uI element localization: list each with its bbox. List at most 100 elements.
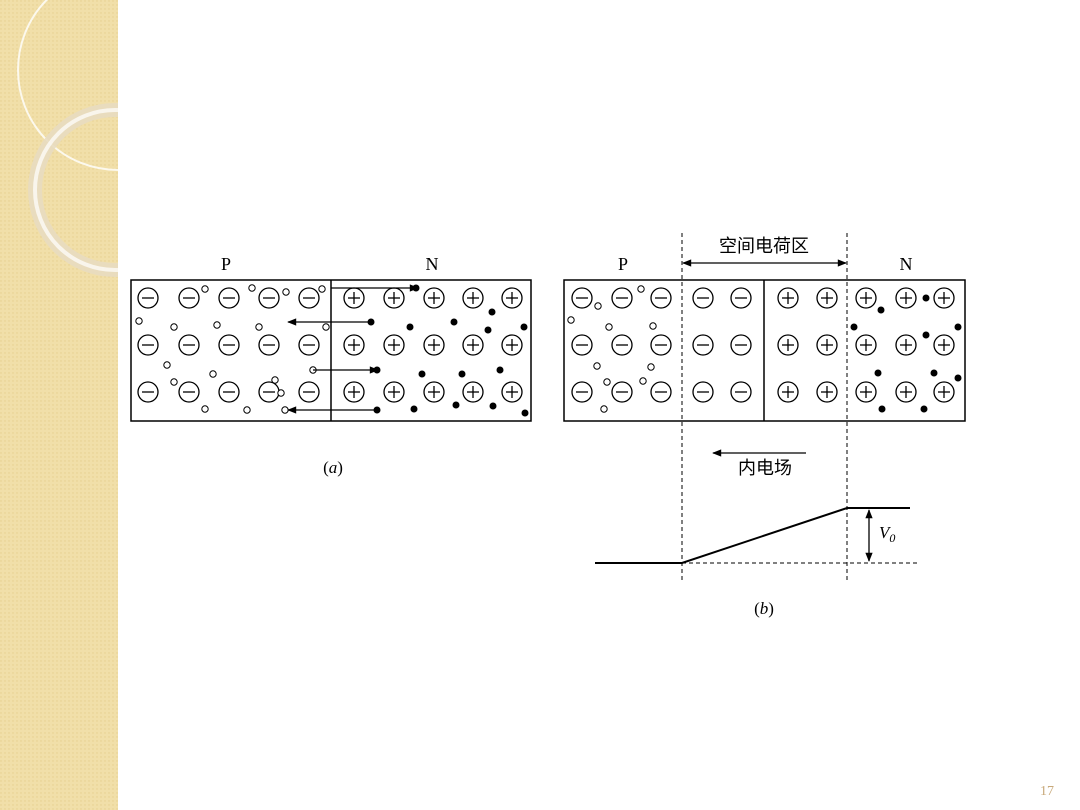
hole-dot [135, 317, 143, 325]
hole-dot [271, 376, 279, 384]
acceptor-ion [218, 381, 240, 403]
electron-dot [922, 294, 930, 302]
electron-dot [496, 366, 504, 374]
acceptor-ion [178, 334, 200, 356]
electron-dot [410, 405, 418, 413]
electron-dot [450, 318, 458, 326]
donor-ion [816, 334, 838, 356]
figure-b-caption: (b) [754, 599, 774, 618]
decorative-ring-large [17, 0, 118, 171]
hole-dot [567, 316, 575, 324]
figure-a-ions [137, 287, 523, 403]
electron-dot [850, 323, 858, 331]
donor-ion [855, 287, 877, 309]
acceptor-ion [730, 334, 752, 356]
electron-dot [922, 331, 930, 339]
donor-ion [343, 381, 365, 403]
donor-ion [423, 381, 445, 403]
acceptor-ion [571, 381, 593, 403]
hole-dot [639, 377, 647, 385]
electron-dot [877, 306, 885, 314]
acceptor-ion [218, 287, 240, 309]
hole-dot [255, 323, 263, 331]
donor-ion [855, 381, 877, 403]
donor-ion [895, 287, 917, 309]
electron-dot [878, 405, 886, 413]
donor-ion [816, 381, 838, 403]
hole-dot [170, 378, 178, 386]
acceptor-ion [137, 381, 159, 403]
donor-ion [501, 381, 523, 403]
hole-dot [605, 323, 613, 331]
hole-dot [209, 370, 217, 378]
electron-dot [954, 323, 962, 331]
acceptor-ion [611, 334, 633, 356]
acceptor-ion [730, 287, 752, 309]
electron-dot [520, 323, 528, 331]
electron-dot [930, 369, 938, 377]
donor-ion [777, 334, 799, 356]
donor-ion [933, 287, 955, 309]
decorative-side-band [0, 0, 118, 810]
electron-dot [521, 409, 529, 417]
donor-ion [816, 287, 838, 309]
hole-dot [213, 321, 221, 329]
electron-dot [920, 405, 928, 413]
donor-ion [383, 334, 405, 356]
hole-dot [593, 362, 601, 370]
hole-dot [163, 361, 171, 369]
acceptor-ion [611, 381, 633, 403]
acceptor-ion [258, 334, 280, 356]
donor-ion [855, 334, 877, 356]
hole-dot [318, 285, 326, 293]
hole-dot [243, 406, 251, 414]
figure-a-diffusion-arrows [287, 284, 419, 414]
figure-a: P N (a) [130, 254, 532, 477]
acceptor-ion [571, 334, 593, 356]
acceptor-ion [258, 381, 280, 403]
donor-ion [895, 381, 917, 403]
electron-dot [418, 370, 426, 378]
acceptor-ion [571, 287, 593, 309]
donor-ion [933, 381, 955, 403]
figure-a-caption: (a) [323, 458, 343, 477]
acceptor-ion [137, 287, 159, 309]
page-number: 17 [1040, 784, 1054, 799]
donor-ion [383, 381, 405, 403]
figure-a-p-label: P [221, 254, 231, 274]
hole-dot [594, 302, 602, 310]
donor-ion [423, 334, 445, 356]
electron-dot [458, 370, 466, 378]
acceptor-ion [692, 381, 714, 403]
acceptor-ion [298, 334, 320, 356]
figure-a-n-label: N [426, 254, 439, 274]
built-in-field-label: 内电场 [738, 458, 792, 478]
electron-dot [488, 308, 496, 316]
donor-ion [462, 287, 484, 309]
acceptor-ion [178, 381, 200, 403]
donor-ion [933, 334, 955, 356]
hole-dot [647, 363, 655, 371]
figure-b-ions [571, 287, 955, 403]
acceptor-ion [258, 287, 280, 309]
electron-dot [484, 326, 492, 334]
space-charge-region-label: 空间电荷区 [719, 236, 809, 256]
donor-ion [462, 334, 484, 356]
acceptor-ion [650, 334, 672, 356]
donor-ion [343, 334, 365, 356]
hole-dot [248, 284, 256, 292]
hole-dot [600, 405, 608, 413]
donor-ion [777, 381, 799, 403]
acceptor-ion [178, 287, 200, 309]
acceptor-ion [650, 287, 672, 309]
electron-dot [954, 374, 962, 382]
acceptor-ion [730, 381, 752, 403]
donor-ion [343, 287, 365, 309]
acceptor-ion [298, 287, 320, 309]
figure-b-p-label: P [618, 254, 628, 274]
potential-v0-label: V0 [879, 523, 895, 545]
hole-dot [277, 389, 285, 397]
acceptor-ion [692, 287, 714, 309]
acceptor-ion [298, 381, 320, 403]
